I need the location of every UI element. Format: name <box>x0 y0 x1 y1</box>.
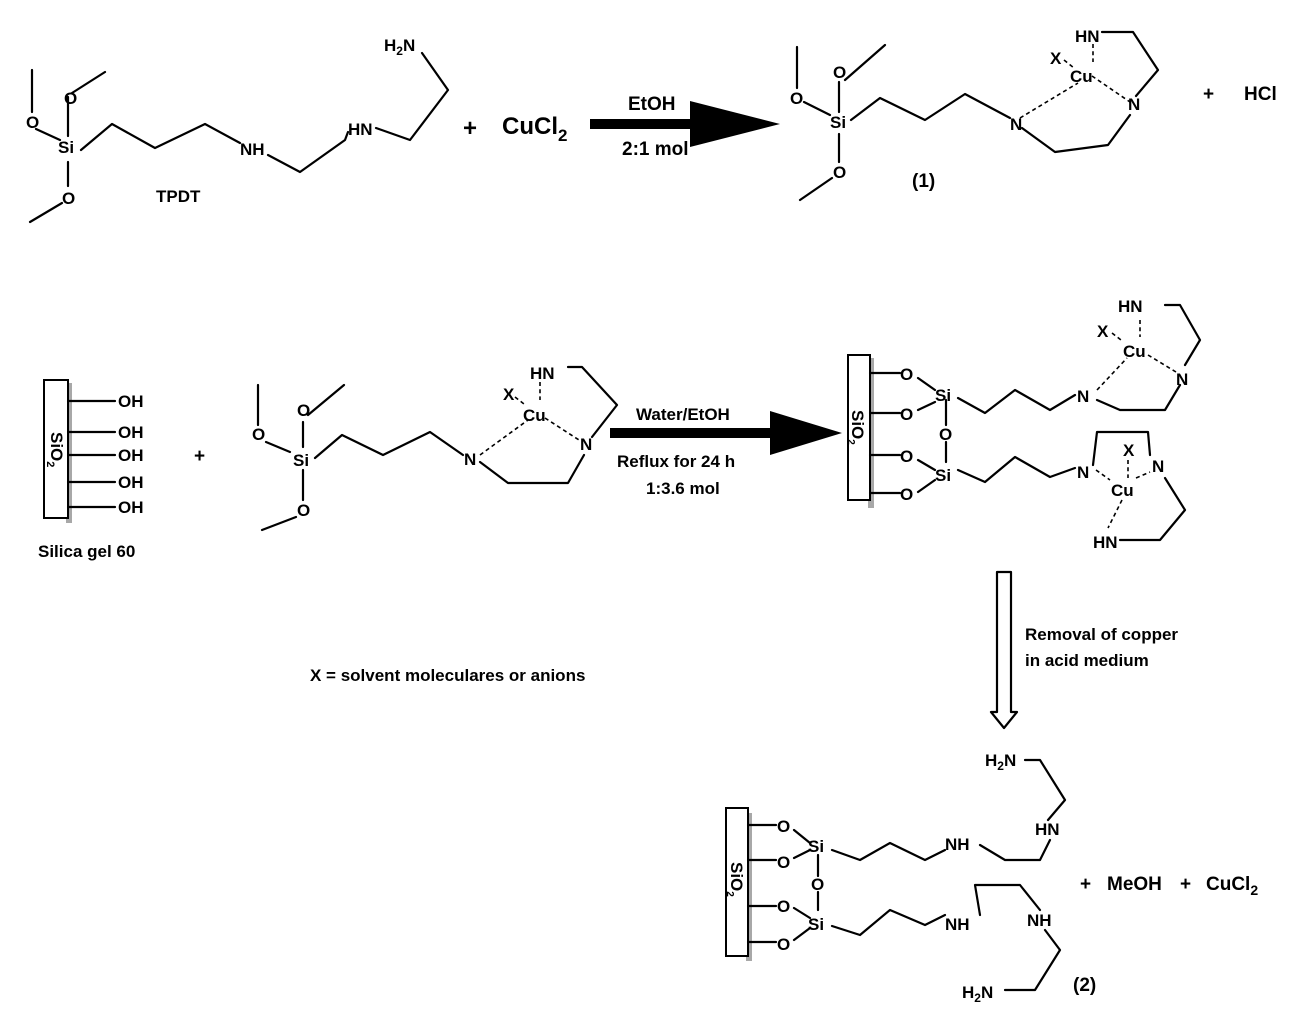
atom-o: O <box>777 817 790 836</box>
plus-sign: + <box>1203 84 1214 105</box>
atom-o: O <box>26 113 39 132</box>
atom-n: N <box>1176 370 1188 389</box>
atom-o: O <box>777 853 790 872</box>
complex-1-molecule: O O O Si N N HN Cu X (1) <box>790 27 1160 202</box>
atom-nh: NH <box>945 915 970 934</box>
atom-o: O <box>900 485 913 504</box>
hydroxyl-group: OH <box>118 473 144 492</box>
compound-1-label: (1) <box>912 171 935 192</box>
plus-sign: + <box>194 446 205 467</box>
arrow1-ratio: 2:1 mol <box>622 139 689 160</box>
grafted-complex: SiO2 O O O O O Si Si N N HN Cu X N N Cu … <box>845 297 1202 552</box>
atom-hn: HN <box>1093 533 1118 552</box>
silica-gel-label: Silica gel 60 <box>38 542 135 561</box>
atom-n: N <box>1077 463 1089 482</box>
atom-cu: Cu <box>1070 67 1093 86</box>
atom-nh: NH <box>1027 911 1052 930</box>
product-2: SiO2 O O O O O Si Si NH HN H2N NH NH H2N… <box>724 751 1096 1005</box>
sio2-label: SiO2 <box>724 862 746 897</box>
atom-o: O <box>790 89 803 108</box>
atom-x: X <box>503 385 515 404</box>
atom-hn: HN <box>530 364 555 383</box>
atom-cu: Cu <box>1123 342 1146 361</box>
atom-si: Si <box>293 451 309 470</box>
tpdt-label: TPDT <box>156 187 201 206</box>
atom-h2n: H2N <box>985 751 1016 773</box>
atom-si: Si <box>935 386 951 405</box>
atom-o: O <box>811 875 824 894</box>
atom-o: O <box>777 935 790 954</box>
reaction-arrow-2 <box>610 411 842 455</box>
atom-x: X <box>1050 49 1062 68</box>
atom-n: N <box>464 450 476 469</box>
atom-o: O <box>900 447 913 466</box>
atom-si: Si <box>935 466 951 485</box>
atom-h2n: H2N <box>384 36 415 58</box>
hydroxyl-group: OH <box>118 392 144 411</box>
atom-nh: NH <box>945 835 970 854</box>
atom-o: O <box>297 501 310 520</box>
atom-cu: Cu <box>523 406 546 425</box>
atom-si: Si <box>830 113 846 132</box>
arrow3-line2: in acid medium <box>1025 651 1149 670</box>
atom-n: N <box>1128 95 1140 114</box>
plus-sign: + <box>1180 874 1191 895</box>
atom-o: O <box>297 401 310 420</box>
atom-h2n: H2N <box>962 983 993 1005</box>
atom-n: N <box>1010 115 1022 134</box>
arrow2-solvent: Water/EtOH <box>636 405 730 424</box>
x-legend: X = solvent moleculares or anions <box>310 666 585 685</box>
arrow3-line1: Removal of copper <box>1025 625 1178 644</box>
atom-hn: HN <box>348 120 373 139</box>
arrow1-solvent: EtOH <box>628 94 676 115</box>
atom-o: O <box>939 425 952 444</box>
atom-si: Si <box>808 915 824 934</box>
atom-hn: HN <box>1118 297 1143 316</box>
sio2-label: SiO2 <box>845 410 867 445</box>
compound-2-label: (2) <box>1073 975 1096 996</box>
cucl2-product: CuCl2 <box>1206 874 1258 898</box>
hcl-product: HCl <box>1244 84 1277 105</box>
atom-o: O <box>900 405 913 424</box>
atom-x: X <box>1123 441 1135 460</box>
atom-o: O <box>900 365 913 384</box>
silica-gel-60: OH OH OH OH OH SiO2 Silica gel 60 <box>38 379 144 561</box>
atom-x: X <box>1097 322 1109 341</box>
complex-1-reactant: O O O Si N N HN Cu X <box>252 364 619 532</box>
arrow2-condition: Reflux for 24 h <box>617 452 735 471</box>
atom-o: O <box>62 189 75 208</box>
atom-cu: Cu <box>1111 481 1134 500</box>
atom-hn: HN <box>1035 820 1060 839</box>
arrow2-ratio: 1:3.6 mol <box>646 479 720 498</box>
plus-sign: + <box>1080 874 1091 895</box>
atom-hn: HN <box>1075 27 1100 46</box>
plus-sign: + <box>463 115 477 142</box>
atom-n: N <box>1152 457 1164 476</box>
sio2-label: SiO2 <box>44 432 66 467</box>
hydroxyl-group: OH <box>118 423 144 442</box>
meoh-product: MeOH <box>1107 874 1162 895</box>
atom-si: Si <box>808 837 824 856</box>
hydroxyl-group: OH <box>118 446 144 465</box>
reaction-arrow-3 <box>989 570 1019 730</box>
atom-o: O <box>777 897 790 916</box>
atom-o: O <box>252 425 265 444</box>
atom-n: N <box>580 435 592 454</box>
atom-si: Si <box>58 138 74 157</box>
hydroxyl-group: OH <box>118 498 144 517</box>
cucl2-reagent: CuCl2 <box>502 113 567 145</box>
reaction-arrow-1 <box>590 101 780 147</box>
atom-n: N <box>1077 387 1089 406</box>
tpdt-molecule: O O O Si NH HN H2N TPDT <box>26 36 450 224</box>
atom-o: O <box>833 63 846 82</box>
atom-o: O <box>833 163 846 182</box>
atom-o: O <box>64 89 77 108</box>
atom-nh: NH <box>240 140 265 159</box>
